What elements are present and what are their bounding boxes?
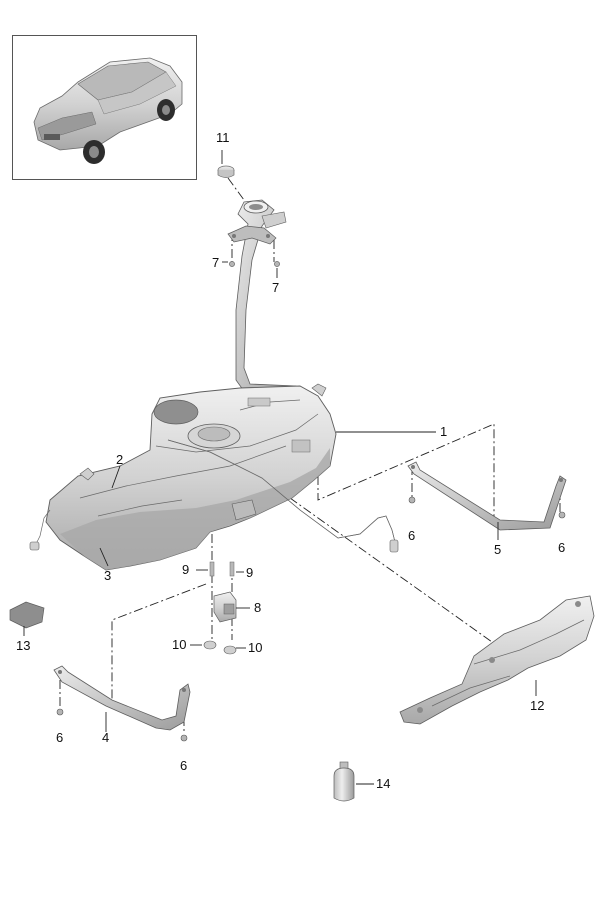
callout-7b: 7: [272, 280, 279, 295]
part-tank-strap-left: [53, 665, 191, 731]
part-screws-7: [229, 261, 280, 267]
part-fuel-tank: [29, 383, 399, 571]
callout-12: 12: [530, 698, 544, 713]
part-pad: [9, 601, 45, 629]
callout-9b: 9: [246, 565, 253, 580]
callout-6a: 6: [408, 528, 415, 543]
part-filler-neck: [227, 199, 297, 395]
callout-11: 11: [216, 130, 230, 145]
callout-8: 8: [254, 600, 261, 615]
callout-1: 1: [440, 424, 447, 439]
leader-lines: [23, 150, 537, 785]
part-screws-6: [56, 496, 566, 742]
callout-13: 13: [16, 638, 30, 653]
part-valve-cluster: [203, 561, 237, 655]
callout-9a: 9: [182, 562, 189, 577]
vehicle-thumbnail: [12, 35, 197, 180]
callout-4: 4: [102, 730, 109, 745]
callout-3: 3: [104, 568, 111, 583]
part-heat-shield: [399, 595, 595, 725]
callout-10a: 10: [172, 637, 186, 652]
callout-7a: 7: [212, 255, 219, 270]
callout-6b: 6: [558, 540, 565, 555]
part-tank-strap-right: [407, 461, 567, 531]
car-icon: [33, 57, 183, 164]
callout-14: 14: [376, 776, 390, 791]
callout-2: 2: [116, 452, 123, 467]
callout-labels: 1 2 3 4 5 6 6 6 6 7 7 8 9 9 10 10 11 12 …: [16, 130, 565, 791]
part-bottle: [333, 761, 355, 802]
callout-6d: 6: [180, 758, 187, 773]
part-filler-cap: [217, 165, 235, 178]
callout-10b: 10: [248, 640, 262, 655]
callout-6c: 6: [56, 730, 63, 745]
callout-5: 5: [494, 542, 501, 557]
